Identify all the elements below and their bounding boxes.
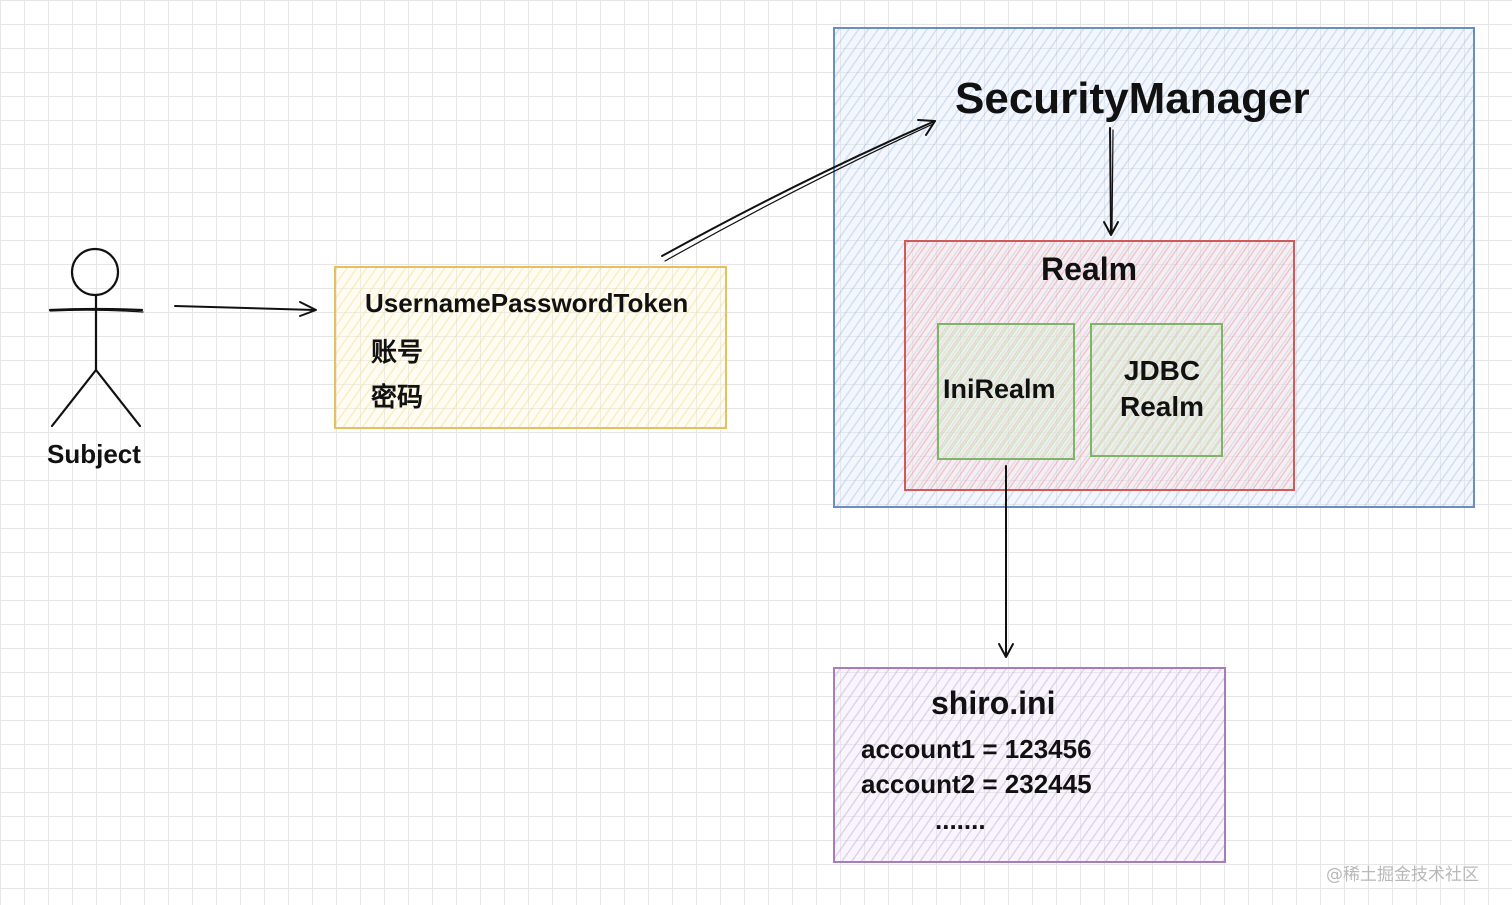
subject-to-token-arrow: [174, 305, 316, 311]
subject-to-token-arrowhead-icon: [299, 301, 317, 317]
token-account-label: 账号: [371, 338, 424, 368]
subject-label: Subject: [47, 439, 141, 469]
security-manager-box: [833, 27, 1475, 508]
ini-realm-label: IniRealm: [943, 374, 1056, 404]
security-manager-title: SecurityManager: [955, 74, 1310, 123]
ini-realm-to-shiro-ini-arrowhead-icon: [998, 643, 1014, 658]
jdbc-realm-box: [1090, 323, 1223, 457]
jdbc-realm-label-line2: Realm: [1119, 391, 1205, 422]
shiro-ini-line-1: account1 = 123456: [861, 734, 1092, 764]
subject-stick-figure-icon: [48, 247, 144, 428]
jdbc-realm-label-line1: JDBC: [1123, 355, 1201, 386]
token-password-label: 密码: [371, 383, 424, 413]
shiro-ini-box: [833, 667, 1226, 863]
shiro-ini-title: shiro.ini: [931, 685, 1056, 721]
shiro-ini-line-3: .......: [935, 805, 986, 835]
realm-title: Realm: [1041, 251, 1138, 287]
shiro-ini-line-2: account2 = 232445: [861, 769, 1092, 799]
token-title: UsernamePasswordToken: [365, 288, 689, 318]
realm-box: [904, 240, 1295, 491]
ini-realm-box: [937, 323, 1075, 460]
username-password-token-box: [334, 266, 727, 429]
watermark-text: @稀土掘金技术社区: [1326, 865, 1479, 885]
